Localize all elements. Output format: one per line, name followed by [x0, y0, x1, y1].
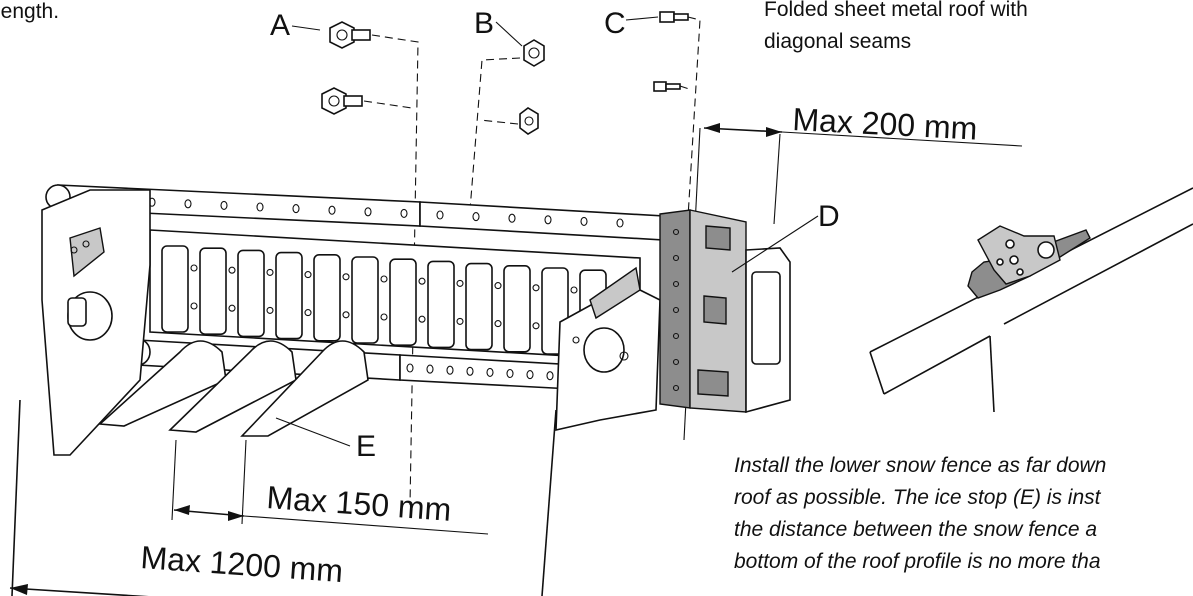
rail-hole: [526, 370, 534, 380]
rail-hole: [364, 207, 372, 217]
note-line-1: Install the lower snow fence as far down: [734, 454, 1106, 477]
rail-hole: [184, 199, 192, 209]
rail-hole: [292, 204, 300, 214]
rail-hole: [436, 210, 444, 220]
label-a: A: [270, 9, 290, 42]
bracket-hole: [672, 332, 680, 340]
grille-slot: [313, 254, 341, 342]
rail-hole: [546, 371, 554, 381]
grille-slot: [427, 260, 455, 349]
grille-slot: [199, 247, 227, 335]
rail-hole: [220, 200, 228, 210]
grille-slot: [237, 249, 265, 338]
rail-hole: [486, 367, 494, 377]
rail-hole: [256, 202, 264, 212]
grille-slot: [275, 251, 303, 340]
rail-hole: [472, 212, 480, 222]
dimension-label-max-150: Max 150 mm: [266, 479, 453, 528]
roof-section-view: [869, 187, 1193, 413]
rail-hole: [400, 208, 408, 218]
grille-slot: [351, 256, 379, 344]
bracket-hole: [672, 280, 680, 288]
rail-hole: [406, 363, 414, 373]
bracket-hole: [672, 254, 680, 262]
dimension-max-1200: [9, 584, 149, 596]
note-line-4: bottom of the roof profile is no more th…: [734, 550, 1101, 573]
rail-hole: [616, 218, 624, 228]
label-b: B: [474, 7, 494, 40]
rail-hole: [580, 216, 588, 226]
note-line-3: the distance between the snow fence a: [734, 518, 1097, 541]
header-left-fragment: length.: [0, 0, 59, 23]
grille-slot: [503, 264, 531, 353]
dimension-max-150: [173, 505, 489, 535]
label-d: D: [818, 200, 840, 233]
dimension-max-200: [703, 123, 1023, 147]
grille-slot: [389, 258, 417, 347]
grille-slot: [465, 262, 493, 351]
dimension-label-max-200: Max 200 mm: [792, 101, 979, 147]
fastener-nuts-b: [469, 39, 545, 211]
snow-fence-assembly: [11, 127, 781, 596]
rail-hole: [506, 368, 514, 379]
label-c: C: [604, 7, 626, 40]
rail-hole: [446, 365, 454, 375]
fastener-bolts-a: [321, 21, 419, 506]
grille-slot: [161, 245, 189, 333]
dimension-label-max-1200: Max 1200 mm: [140, 539, 345, 589]
note-line-2: roof as possible. The ice stop (E) is in…: [734, 486, 1102, 509]
roof-type-line-1: Folded sheet metal roof with: [764, 0, 1028, 21]
label-e: E: [356, 430, 376, 463]
rail-hole: [508, 213, 516, 223]
fastener-screws-c: [653, 11, 701, 251]
bracket-d: [659, 209, 791, 414]
rail-hole: [466, 366, 474, 376]
rail-hole: [426, 364, 434, 374]
roof-type-line-2: diagonal seams: [764, 30, 911, 53]
bracket-hole: [672, 306, 680, 314]
bracket-hole: [672, 358, 680, 366]
bracket-hole: [672, 228, 680, 236]
rail-hole: [544, 215, 552, 225]
rail-hole: [328, 205, 336, 215]
bracket-hole: [672, 384, 680, 392]
